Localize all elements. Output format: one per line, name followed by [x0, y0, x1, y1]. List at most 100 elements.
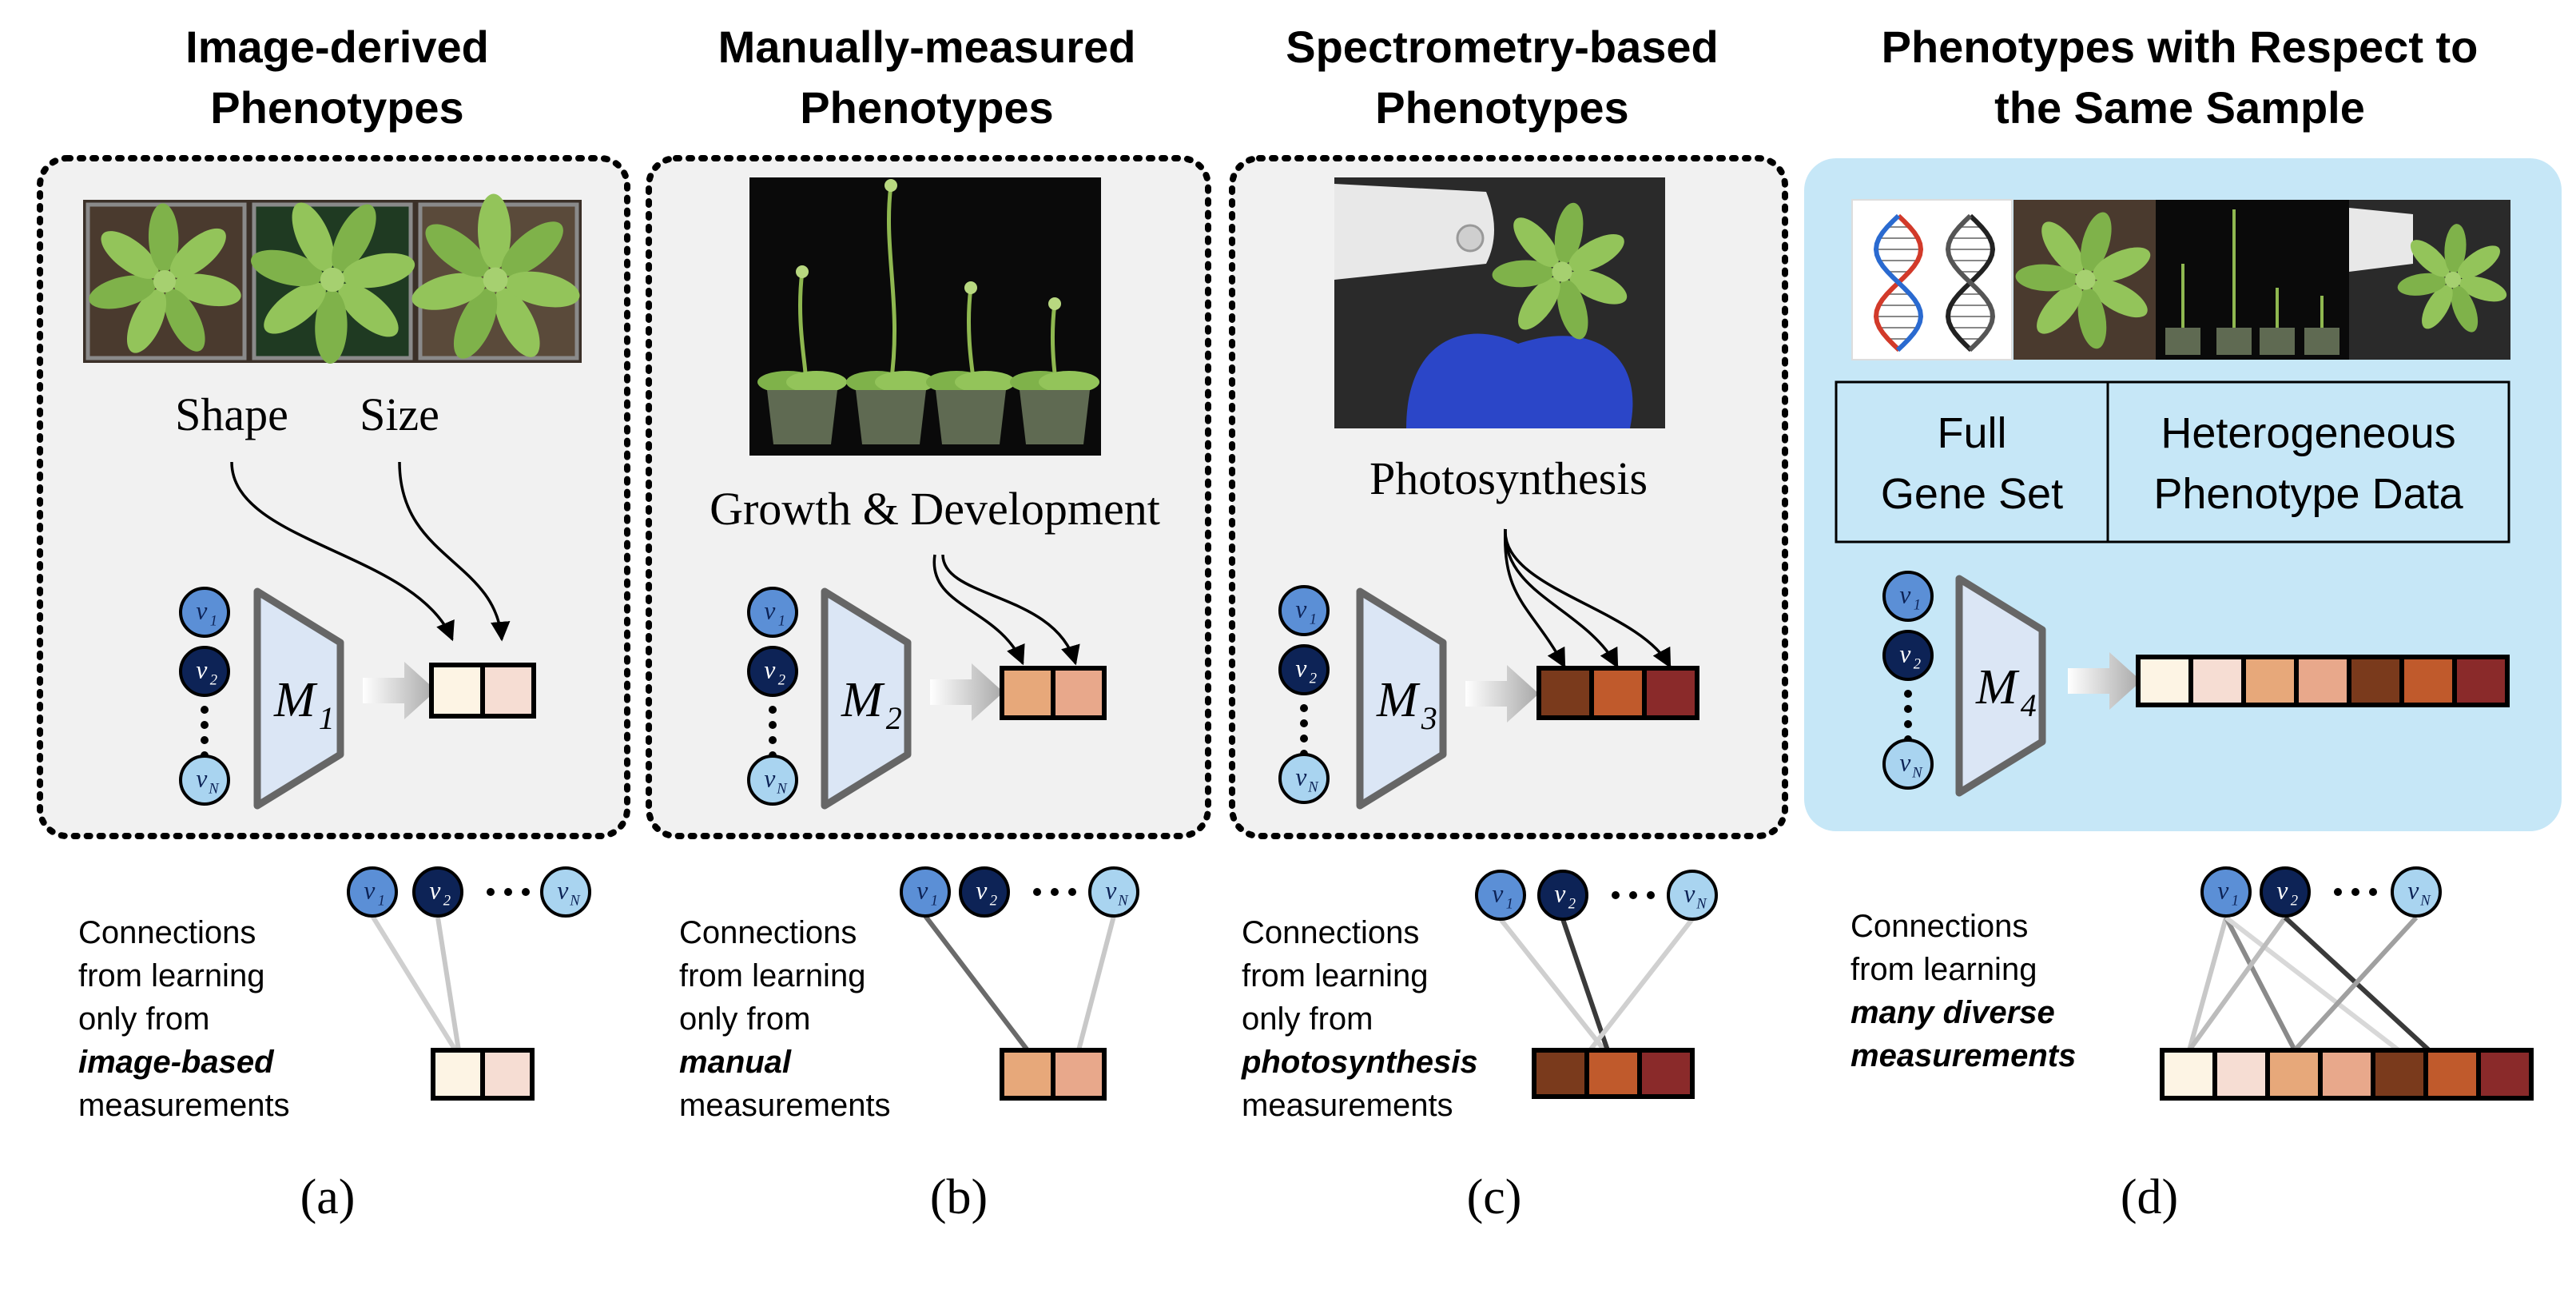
node-v2-subscript: 2: [778, 672, 785, 689]
panel-caption: (a): [300, 1170, 356, 1224]
phenotype-arrow: [932, 554, 1025, 666]
photo-strip-combined: [1851, 199, 2510, 360]
embedding-cell: [1642, 666, 1699, 720]
table-cell-phenotype-data: [2106, 380, 2510, 543]
connections-line: measurements: [679, 1088, 891, 1123]
embedding-cell: [2371, 1048, 2428, 1101]
flower-bud: [885, 179, 897, 192]
node-vN-circle: [1667, 870, 1718, 921]
table-cell-text: Phenotype Data: [2153, 470, 2463, 518]
connection-edge: [1560, 918, 1610, 1051]
embedding-cell: [2294, 655, 2351, 707]
connections-line: Connections: [1242, 915, 1419, 950]
pot: [936, 390, 1006, 444]
connection-edge: [2187, 916, 2288, 1052]
ellipsis-dot: [1051, 888, 1059, 896]
embedding-cell: [2476, 1048, 2534, 1101]
plant-center: [2075, 269, 2096, 290]
node-vN-subscript: N: [1911, 765, 1923, 782]
phenotype-arrow: [941, 554, 1080, 666]
ellipsis-dot: [769, 736, 777, 744]
connection-edge: [435, 917, 461, 1051]
embedding-cell: [2241, 655, 2299, 707]
spectrometer-lens: [1456, 224, 1485, 253]
node-v2-circle: [1882, 630, 1934, 681]
ellipsis-dot: [1300, 719, 1308, 727]
panel-title-line: the Same Sample: [1994, 82, 2365, 133]
ellipsis-dot: [201, 721, 209, 729]
leaf: [251, 249, 324, 287]
phenotype-arrow: [1503, 528, 1566, 669]
embedding-cell: [1536, 666, 1594, 720]
ellipsis-dot: [769, 721, 777, 729]
embedding-d: [2136, 655, 2510, 707]
panel-caption: (c): [1467, 1170, 1522, 1224]
photo-bolting-plants: [749, 177, 1101, 456]
ellipsis-dot: [1300, 704, 1308, 712]
embedding-cell: [1589, 666, 1647, 720]
node-vN-label: v: [1899, 748, 1910, 776]
leaf: [1513, 217, 1560, 268]
leaf: [148, 203, 179, 273]
embedding-cell: [2212, 1048, 2270, 1101]
node-vN-label: v: [1295, 762, 1306, 790]
leaf: [1556, 279, 1588, 340]
node-v2-subscript: 2: [1310, 671, 1317, 687]
embedding-cell: [1584, 1048, 1642, 1099]
panel-caption: (d): [2121, 1170, 2178, 1224]
node-v2-label: v: [1899, 639, 1910, 667]
node-v1-circle: [900, 866, 951, 918]
node-v1-label: v: [1899, 580, 1910, 608]
node-v1-label: v: [364, 876, 375, 904]
pot: [767, 390, 837, 444]
node-v2-subscript: 2: [1568, 896, 1576, 913]
node-v1-subscript: 1: [931, 893, 938, 910]
stem: [886, 185, 896, 384]
node-v1-label: v: [1492, 879, 1503, 907]
leaf: [264, 282, 326, 334]
node-vN-circle: [1088, 866, 1139, 918]
embedding-cell: [480, 1048, 535, 1101]
plant-center: [320, 267, 345, 293]
leaf: [292, 202, 335, 272]
node-v2-subscript: 2: [1914, 656, 1921, 673]
ellipsis-dot: [1647, 891, 1655, 899]
leaf: [955, 371, 1016, 393]
leaf: [2077, 288, 2107, 349]
node-vN-circle: [1278, 753, 1330, 804]
embedding-cell: [2318, 1048, 2375, 1101]
connections-emphasis: measurements: [1851, 1038, 2076, 1073]
phenotype-label-size: Size: [360, 388, 439, 440]
embedding-cell: [2347, 655, 2404, 707]
node-vN-subscript: N: [1695, 896, 1707, 913]
node-v1-label: v: [196, 596, 207, 624]
node-v2-label: v: [976, 876, 987, 904]
leaf: [453, 288, 498, 359]
connection-edge: [923, 914, 1030, 1052]
leaf: [332, 204, 376, 272]
node-v1-circle: [1475, 870, 1526, 921]
connection-edge: [2224, 915, 2400, 1053]
leaf: [342, 253, 415, 289]
node-v2-label: v: [429, 876, 440, 904]
connections-emphasis: many diverse: [1851, 995, 2055, 1030]
node-v1-circle: [179, 587, 230, 638]
node-vN-subscript: N: [569, 893, 581, 910]
node-v2-subscript: 2: [210, 672, 217, 689]
ellipsis-dot: [1612, 891, 1620, 899]
model-subscript: 2: [886, 700, 902, 736]
connections-line: measurements: [1242, 1088, 1453, 1123]
plant-center: [153, 269, 177, 293]
flower-bud: [964, 281, 977, 294]
plant-center: [2444, 271, 2462, 289]
embedding-cell: [1637, 1048, 1695, 1099]
node-vN-subscript: N: [776, 781, 788, 798]
node-vN-circle: [540, 866, 591, 918]
